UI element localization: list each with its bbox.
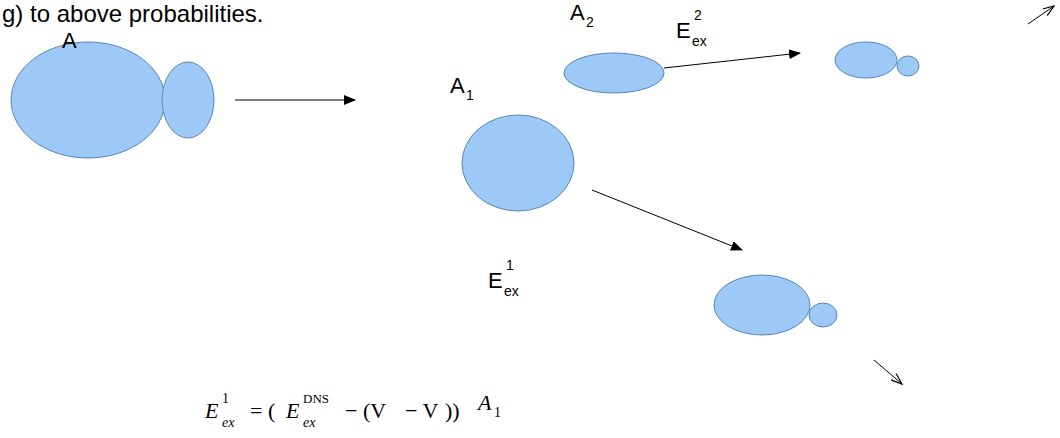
energy-symbol: E	[676, 20, 691, 42]
formula-part: 1	[494, 406, 501, 420]
node-label: A	[62, 30, 77, 52]
formula-part: ex	[222, 416, 234, 430]
fragment-nucleus: A1	[445, 75, 580, 215]
superscript: 2	[694, 8, 702, 22]
dinuclear-system: A	[10, 30, 222, 162]
subscript: 2	[586, 15, 594, 29]
arrow	[235, 99, 355, 100]
formula-part: A	[478, 392, 491, 414]
nucleus-shape	[162, 62, 214, 138]
subscript: ex	[504, 284, 519, 298]
node-label: A	[570, 2, 585, 24]
dinuclear-system	[835, 42, 919, 78]
formula-part: DNS	[303, 392, 329, 405]
energy-symbol: E	[488, 270, 503, 292]
formula-part: − (V	[345, 400, 386, 422]
nucleus-shape	[11, 42, 165, 158]
formula-part: ex	[303, 416, 315, 430]
subscript: ex	[692, 34, 707, 48]
nucleus-shape	[462, 115, 574, 211]
node-label: A	[450, 75, 465, 97]
formula-part: − V	[405, 400, 438, 422]
ellipse-outline	[10, 30, 222, 162]
arrow	[664, 53, 800, 68]
arrow	[874, 360, 902, 384]
arrow	[592, 190, 742, 250]
arrow	[1028, 6, 1054, 24]
fragment-nucleus: A2	[560, 2, 670, 97]
nucleus-shape	[564, 53, 664, 93]
formula-part: = (	[250, 400, 275, 422]
ellipse-outline	[445, 75, 580, 215]
slide-text: g) to above probabilities.	[2, 2, 264, 26]
formula-part: E	[286, 400, 299, 422]
formula-part: E	[205, 400, 218, 422]
subscript: 1	[466, 88, 474, 102]
dinuclear-system	[714, 275, 837, 335]
formula-part: ))	[445, 400, 460, 422]
superscript: 1	[506, 258, 514, 272]
formula-part: 1	[222, 392, 229, 406]
